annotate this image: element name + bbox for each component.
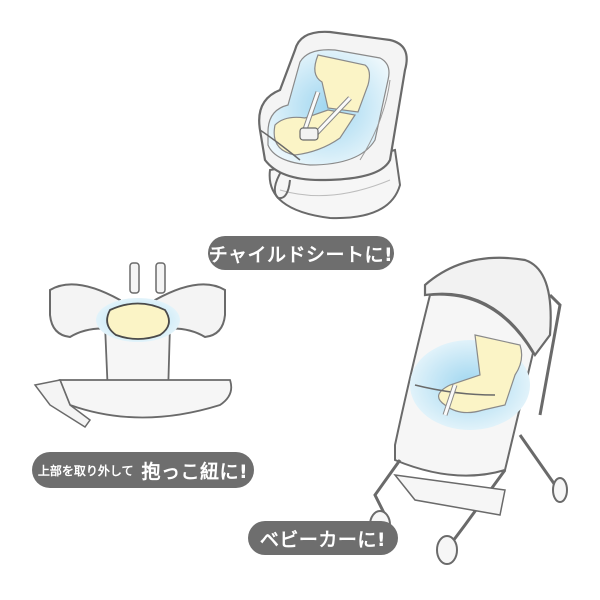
car-seat-label: チャイルドシートに!: [208, 236, 394, 270]
carrier-label-prefix: 上部を取り外して: [37, 463, 134, 478]
baby-carrier-illustration: [33, 262, 233, 429]
carrier-label: 上部を取り外して 抱っこ紐に!: [32, 452, 254, 488]
stroller-label: ベビーカーに!: [248, 521, 398, 555]
stroller-label-text: ベビーカーに!: [259, 528, 387, 551]
car-seat-illustration: [258, 30, 408, 220]
carrier-label-main: 抱っこ紐に!: [141, 460, 249, 483]
car-seat-label-text: チャイルドシートに!: [208, 243, 394, 266]
stroller-illustration: [369, 256, 568, 565]
